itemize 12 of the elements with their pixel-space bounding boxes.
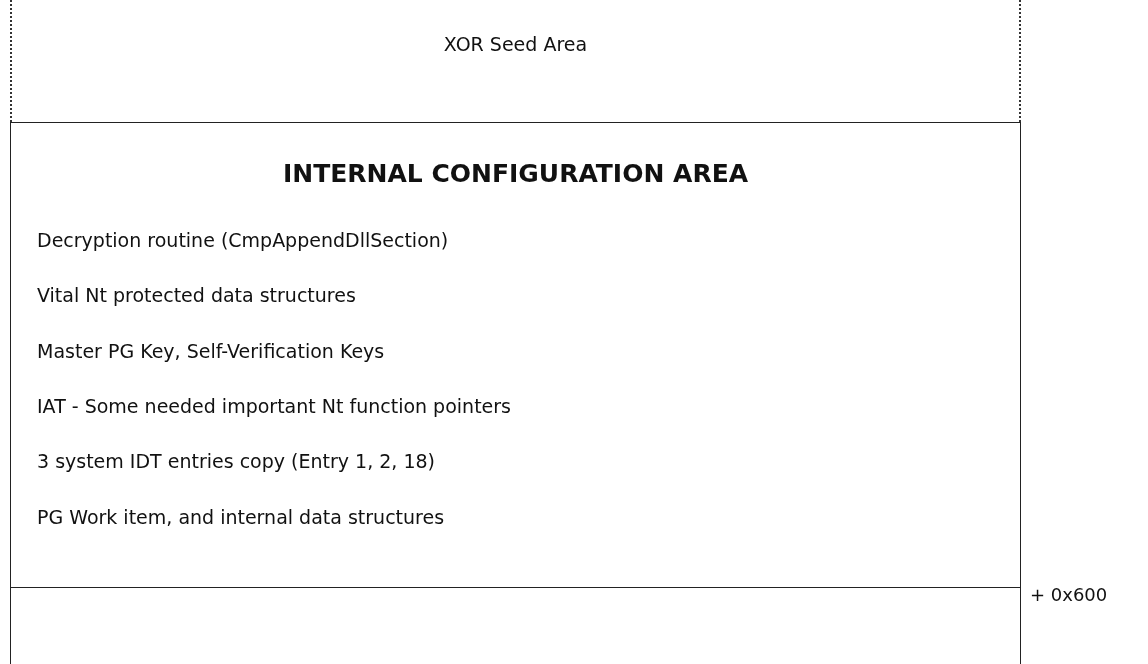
section-heading: INTERNAL CONFIGURATION AREA	[281, 159, 750, 188]
list-item: Vital Nt protected data structures	[37, 284, 356, 307]
list-item: Master PG Key, Self-Verification Keys	[37, 339, 385, 362]
list-item: Decryption routine (CmpAppendDllSection)	[37, 229, 449, 251]
region-label: XOR Seed Area	[442, 33, 589, 55]
memory-region	[10, 587, 1021, 664]
list-item: IAT - Some needed important Nt function pointers	[37, 394, 511, 417]
memory-region	[10, 122, 1021, 588]
list-item: 3 system IDT entries copy (Entry 1, 2, 18)	[37, 450, 435, 473]
list-item: PG Work item, and internal data structures	[37, 505, 445, 528]
memory-region	[10, 0, 1021, 122]
offset-label: + 0x600	[1030, 584, 1108, 605]
